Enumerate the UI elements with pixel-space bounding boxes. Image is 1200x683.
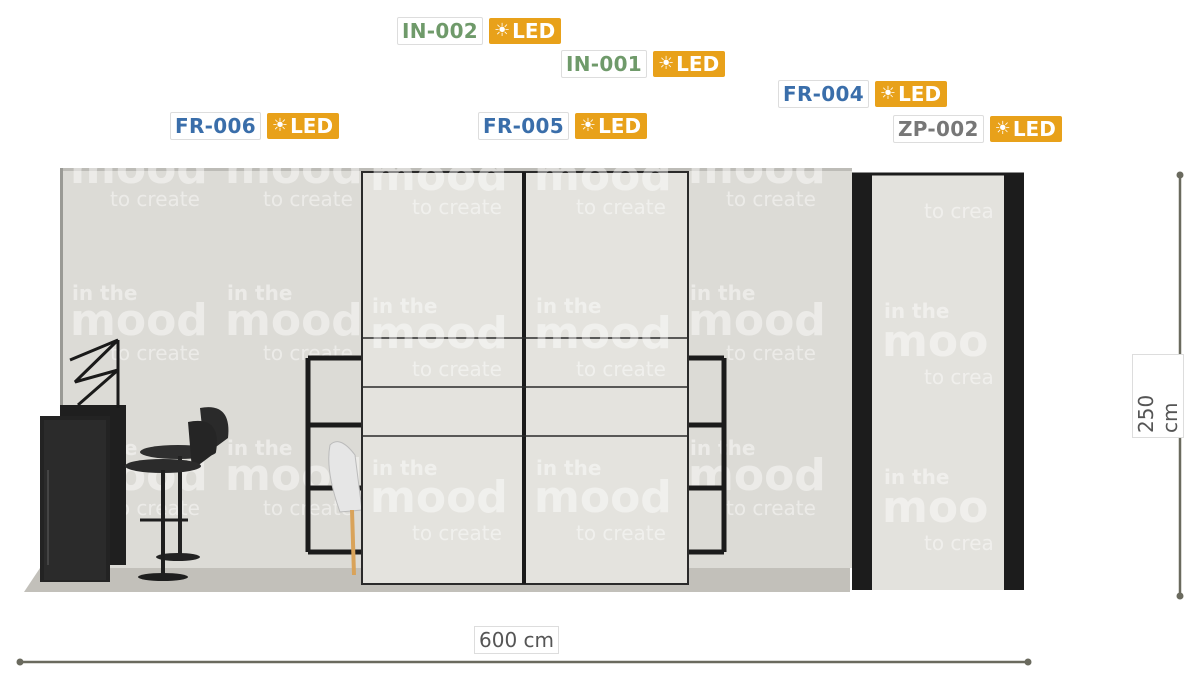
svg-text:mood: mood [370, 308, 508, 359]
tag-code: IN-001 [561, 50, 648, 78]
svg-text:in the: in the [884, 299, 949, 323]
right-tower: in the moo to crea to crea in the moo to… [852, 172, 1024, 590]
sun-icon: ☀ [271, 115, 289, 136]
svg-text:mood: mood [688, 450, 826, 501]
svg-text:mood: mood [370, 472, 508, 523]
tag-code: ZP-002 [893, 115, 984, 143]
chair-white [328, 441, 363, 576]
led-label: LED [290, 114, 334, 138]
led-badge: ☀LED [653, 51, 726, 77]
svg-text:in the: in the [690, 281, 755, 305]
svg-text:mood: mood [534, 150, 672, 201]
svg-text:to create: to create [412, 195, 502, 219]
svg-text:in the: in the [72, 281, 137, 305]
sun-icon: ☀ [579, 115, 597, 136]
svg-text:in the: in the [372, 294, 437, 318]
led-label: LED [898, 82, 942, 106]
svg-text:mood: mood [70, 295, 208, 346]
tag-zp-002: ZP-002 ☀LED [893, 115, 1062, 143]
width-label: 600 cm [474, 626, 560, 654]
led-badge: ☀LED [489, 18, 562, 44]
svg-text:to create: to create [576, 195, 666, 219]
svg-text:mood: mood [370, 150, 508, 201]
pipe-shelf-right [688, 355, 727, 555]
tag-code: FR-006 [170, 112, 261, 140]
bar-stools [125, 407, 229, 581]
svg-text:to create: to create [726, 496, 816, 520]
wm-text: to create [110, 187, 200, 211]
svg-text:in the: in the [884, 465, 949, 489]
bar-counter [40, 405, 126, 582]
svg-text:mood: mood [70, 143, 208, 194]
svg-text:to crea: to crea [924, 199, 994, 223]
sun-icon: ☀ [879, 83, 897, 104]
svg-text:moo: moo [882, 316, 988, 367]
tag-code: FR-004 [778, 80, 869, 108]
led-label: LED [676, 52, 720, 76]
svg-text:mood: mood [534, 308, 672, 359]
svg-text:moo: moo [882, 482, 988, 533]
svg-text:to create: to create [576, 357, 666, 381]
svg-text:mood: mood [225, 295, 363, 346]
svg-text:in the: in the [227, 436, 292, 460]
svg-text:to create: to create [263, 187, 353, 211]
led-label: LED [598, 114, 642, 138]
svg-text:to create: to create [726, 187, 816, 211]
svg-text:to create: to create [412, 357, 502, 381]
svg-text:in the: in the [536, 294, 601, 318]
led-badge: ☀LED [266, 113, 340, 139]
led-badge: ☀LED [574, 113, 648, 139]
tag-code: IN-002 [397, 17, 484, 45]
display-stand [69, 338, 120, 408]
led-badge: ☀LED [989, 116, 1062, 142]
tag-code: FR-005 [478, 112, 569, 140]
svg-text:to crea: to crea [924, 365, 994, 389]
svg-text:in the: in the [536, 456, 601, 480]
sun-icon: ☀ [658, 53, 675, 74]
led-label: LED [1012, 117, 1056, 141]
svg-text:to create: to create [412, 521, 502, 545]
sun-icon: ☀ [994, 118, 1011, 139]
tag-fr-004: FR-004 ☀LED [778, 80, 948, 108]
svg-text:to crea: to crea [924, 531, 994, 555]
width-dimension-line [16, 658, 1032, 666]
svg-text:to create: to create [726, 341, 816, 365]
tag-in-002: IN-002 ☀LED [397, 17, 562, 45]
tag-fr-006: FR-006 ☀LED [170, 112, 340, 140]
svg-text:mood: mood [688, 143, 826, 194]
svg-text:to create: to create [110, 341, 200, 365]
front-panels: mood to create in the mood to create in … [361, 150, 689, 585]
svg-text:in the: in the [372, 456, 437, 480]
led-label: LED [512, 19, 556, 43]
back-wall-watermark: mood to create in the mood to create in … [70, 143, 826, 520]
svg-text:mood: mood [688, 295, 826, 346]
height-label: 250 cm [1132, 354, 1184, 438]
svg-text:in the: in the [227, 281, 292, 305]
tag-in-001: IN-001 ☀LED [561, 50, 726, 78]
svg-text:to create: to create [576, 521, 666, 545]
tag-fr-005: FR-005 ☀LED [478, 112, 648, 140]
led-badge: ☀LED [874, 81, 948, 107]
sun-icon: ☀ [494, 20, 511, 41]
svg-text:mood: mood [225, 143, 363, 194]
svg-text:mood: mood [534, 472, 672, 523]
